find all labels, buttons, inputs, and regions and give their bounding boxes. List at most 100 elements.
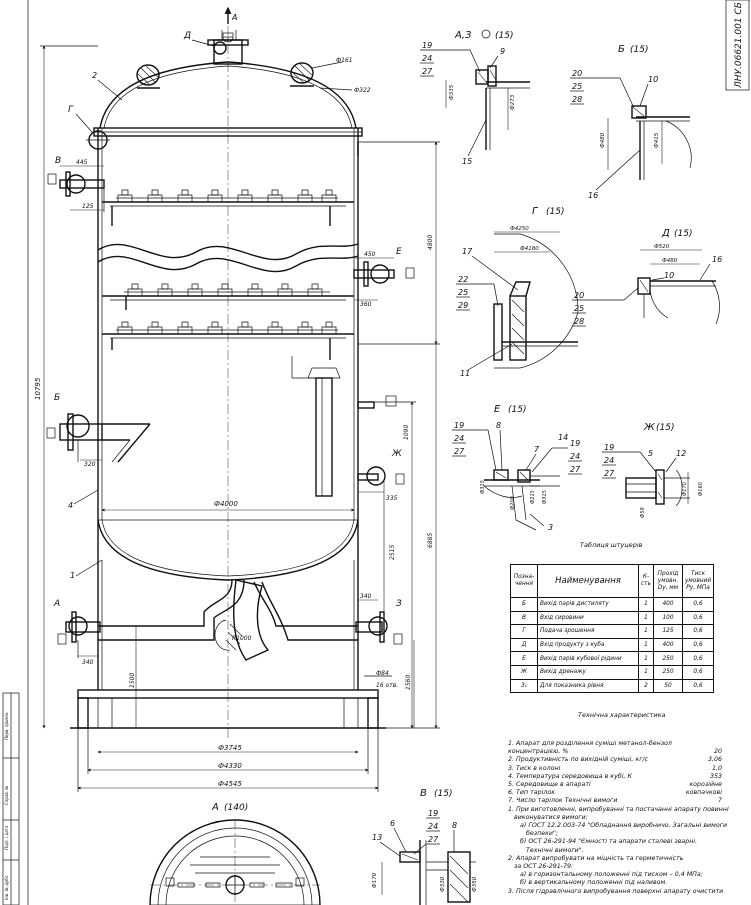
requirement-line: безпеки"; (508, 830, 559, 838)
detail-b-part-2: 25 (572, 82, 582, 91)
dim-320: 320 (84, 461, 96, 468)
detail-v-title: В (420, 788, 427, 799)
stamp-label-2: Справ. № (4, 786, 9, 805)
cell-dn: 400 (653, 597, 683, 612)
requirement-line: а) в горизонтальному положенні під тиско… (508, 871, 703, 879)
dim-1500: 1500 (129, 673, 136, 688)
dim-335: 335 (386, 495, 398, 502)
cell-qty: 1 (638, 610, 654, 626)
callout-zh: Ж (391, 449, 402, 459)
view-a-title: А (211, 802, 219, 813)
dim-d3745: Ф3745 (218, 744, 242, 752)
table-row: Ж Вихід дренажу 1 250 0,6 (510, 664, 715, 680)
detail-g-dim-1: Ф4250 (510, 226, 529, 232)
table-row: Е Вихід парів кубової рідини 1 250 0,6 (510, 651, 715, 666)
detail-v-part-4: 24 (428, 822, 438, 831)
requirement-line: 3. Після гідравлічного випробування пове… (508, 887, 724, 895)
detail-g-part-1: 17 (462, 247, 473, 256)
detail-e-part-9: 27 (570, 465, 581, 474)
detail-v-part-3: 19 (428, 809, 438, 818)
requirement-line: Технічні вимоги". (508, 846, 584, 854)
dim-r1000: R1000 (232, 635, 252, 642)
detail-d-part-5: 16 (712, 255, 722, 264)
cell-dn: 50 (653, 678, 683, 694)
detail-e-part-2: 24 (454, 434, 464, 443)
stamp-label-1: Перв. примін. (4, 711, 9, 740)
arrow-label-a: А (231, 13, 237, 22)
lifting-lug-right (290, 62, 314, 87)
detail-g-part-2: 22 (458, 275, 468, 284)
sheet-frame: Перв. примін. Справ. № Підп. і дата Інв.… (2, 0, 29, 905)
cell-name: Вхід продукту з куба (537, 637, 639, 653)
detail-d: Д (15) Ф520 Ф480 20 25 28 10 16 (572, 228, 722, 327)
nozzle-table-header: Позна-чення Найменування К-сть Прохід ум… (510, 564, 715, 598)
dim-d4330: Ф4330 (218, 762, 242, 770)
main-column-view: А Д (34, 6, 440, 792)
dim-2515: 2515 (389, 545, 396, 560)
dim-360: 360 (360, 301, 372, 308)
view-a-top: А (140) (149, 802, 321, 905)
detail-a3-part-4: 9 (500, 47, 505, 56)
cell-dn: 125 (653, 624, 683, 639)
detail-b: Б (15) Ф480 Ф415 20 25 28 10 16 (570, 44, 692, 200)
detail-b-dim-2: Ф415 (654, 132, 660, 148)
detail-g: Г (15) Ф4250 Ф4180 17 22 25 29 11 (456, 206, 579, 378)
technical-notes: 1. Апарат для розділення суміші метанол-… (508, 740, 729, 896)
table-row: Г Подача зрошення 1 125 0,6 (510, 624, 715, 639)
detail-a3-dim-1: Ф335 (449, 84, 455, 100)
detail-zh-part-3: 27 (604, 469, 615, 478)
cell-qty: 1 (638, 637, 654, 653)
cell-dn: 250 (653, 651, 683, 666)
detail-d-title: Д (661, 228, 670, 239)
detail-v-part-6: 8 (452, 821, 457, 830)
detail-g-part-4: 29 (458, 301, 468, 310)
dim-d161: Ф161 (336, 57, 353, 64)
dim-1560: 1560 (405, 675, 412, 690)
detail-v-dim-1: Ф170 (372, 872, 378, 888)
detail-e-dim-2: Ф200 (510, 496, 516, 510)
cell-designation: В (510, 610, 538, 626)
tech-row: концентрацією, %20 (508, 748, 722, 756)
col-qty: К-сть (638, 564, 654, 598)
detail-v-part-5: 27 (428, 835, 439, 844)
detail-e-dim-1: Ф315 (480, 480, 486, 494)
nozzle-table: Позна-чення Найменування К-сть Прохід ум… (510, 564, 715, 694)
detail-d-scale: (15) (674, 229, 692, 239)
callout-z: З (396, 599, 402, 609)
col-dn: Прохід умовн. Dу, мм (653, 564, 683, 598)
callout-a: А (53, 599, 60, 609)
detail-e-part-6: 14 (558, 433, 568, 442)
dim-445: 445 (76, 159, 88, 166)
tech-caption: Технічна характеристика (578, 711, 666, 719)
detail-e-part-3: 27 (454, 447, 465, 456)
detail-b-scale: (15) (630, 45, 648, 55)
detail-a3-scale: (15) (495, 31, 513, 41)
detail-e-part-1: 19 (454, 421, 464, 430)
detail-e-part-10: 3 (548, 523, 553, 532)
cell-pn: 0,6 (681, 678, 715, 694)
detail-b-part-5: 16 (588, 191, 598, 200)
cell-name: Для показника рівня (537, 678, 639, 694)
detail-zh: Ж (15) Ф170 Ф160 Ф59 19 24 27 5 12 (602, 422, 704, 518)
cell-pn: 0,6 (681, 610, 715, 626)
detail-zh-part-5: 12 (676, 449, 686, 458)
table-row: В Вхід сировини 1 100 0,6 (510, 610, 715, 626)
cell-designation: Г (510, 624, 538, 639)
detail-g-title: Г (532, 206, 539, 217)
detail-v-scale: (15) (434, 789, 452, 799)
detail-e-part-8: 24 (570, 452, 580, 461)
table-row: З₁ Для показника рівня 2 50 0,6 (510, 678, 715, 694)
cell-qty: 1 (638, 651, 654, 666)
detail-v-dim-2: Ф330 (440, 876, 446, 892)
callout-v: В (55, 156, 61, 166)
cell-designation: Е (510, 651, 538, 666)
detail-a3-title: А,З (454, 30, 472, 41)
detail-e-part-5: 7 (534, 445, 540, 454)
detail-a3-part-1: 19 (422, 41, 432, 50)
detail-zh-dim-3: Ф59 (640, 507, 646, 518)
detail-a3: А,З (15) Ф335 Ф273 19 24 27 9 15 (420, 29, 530, 166)
